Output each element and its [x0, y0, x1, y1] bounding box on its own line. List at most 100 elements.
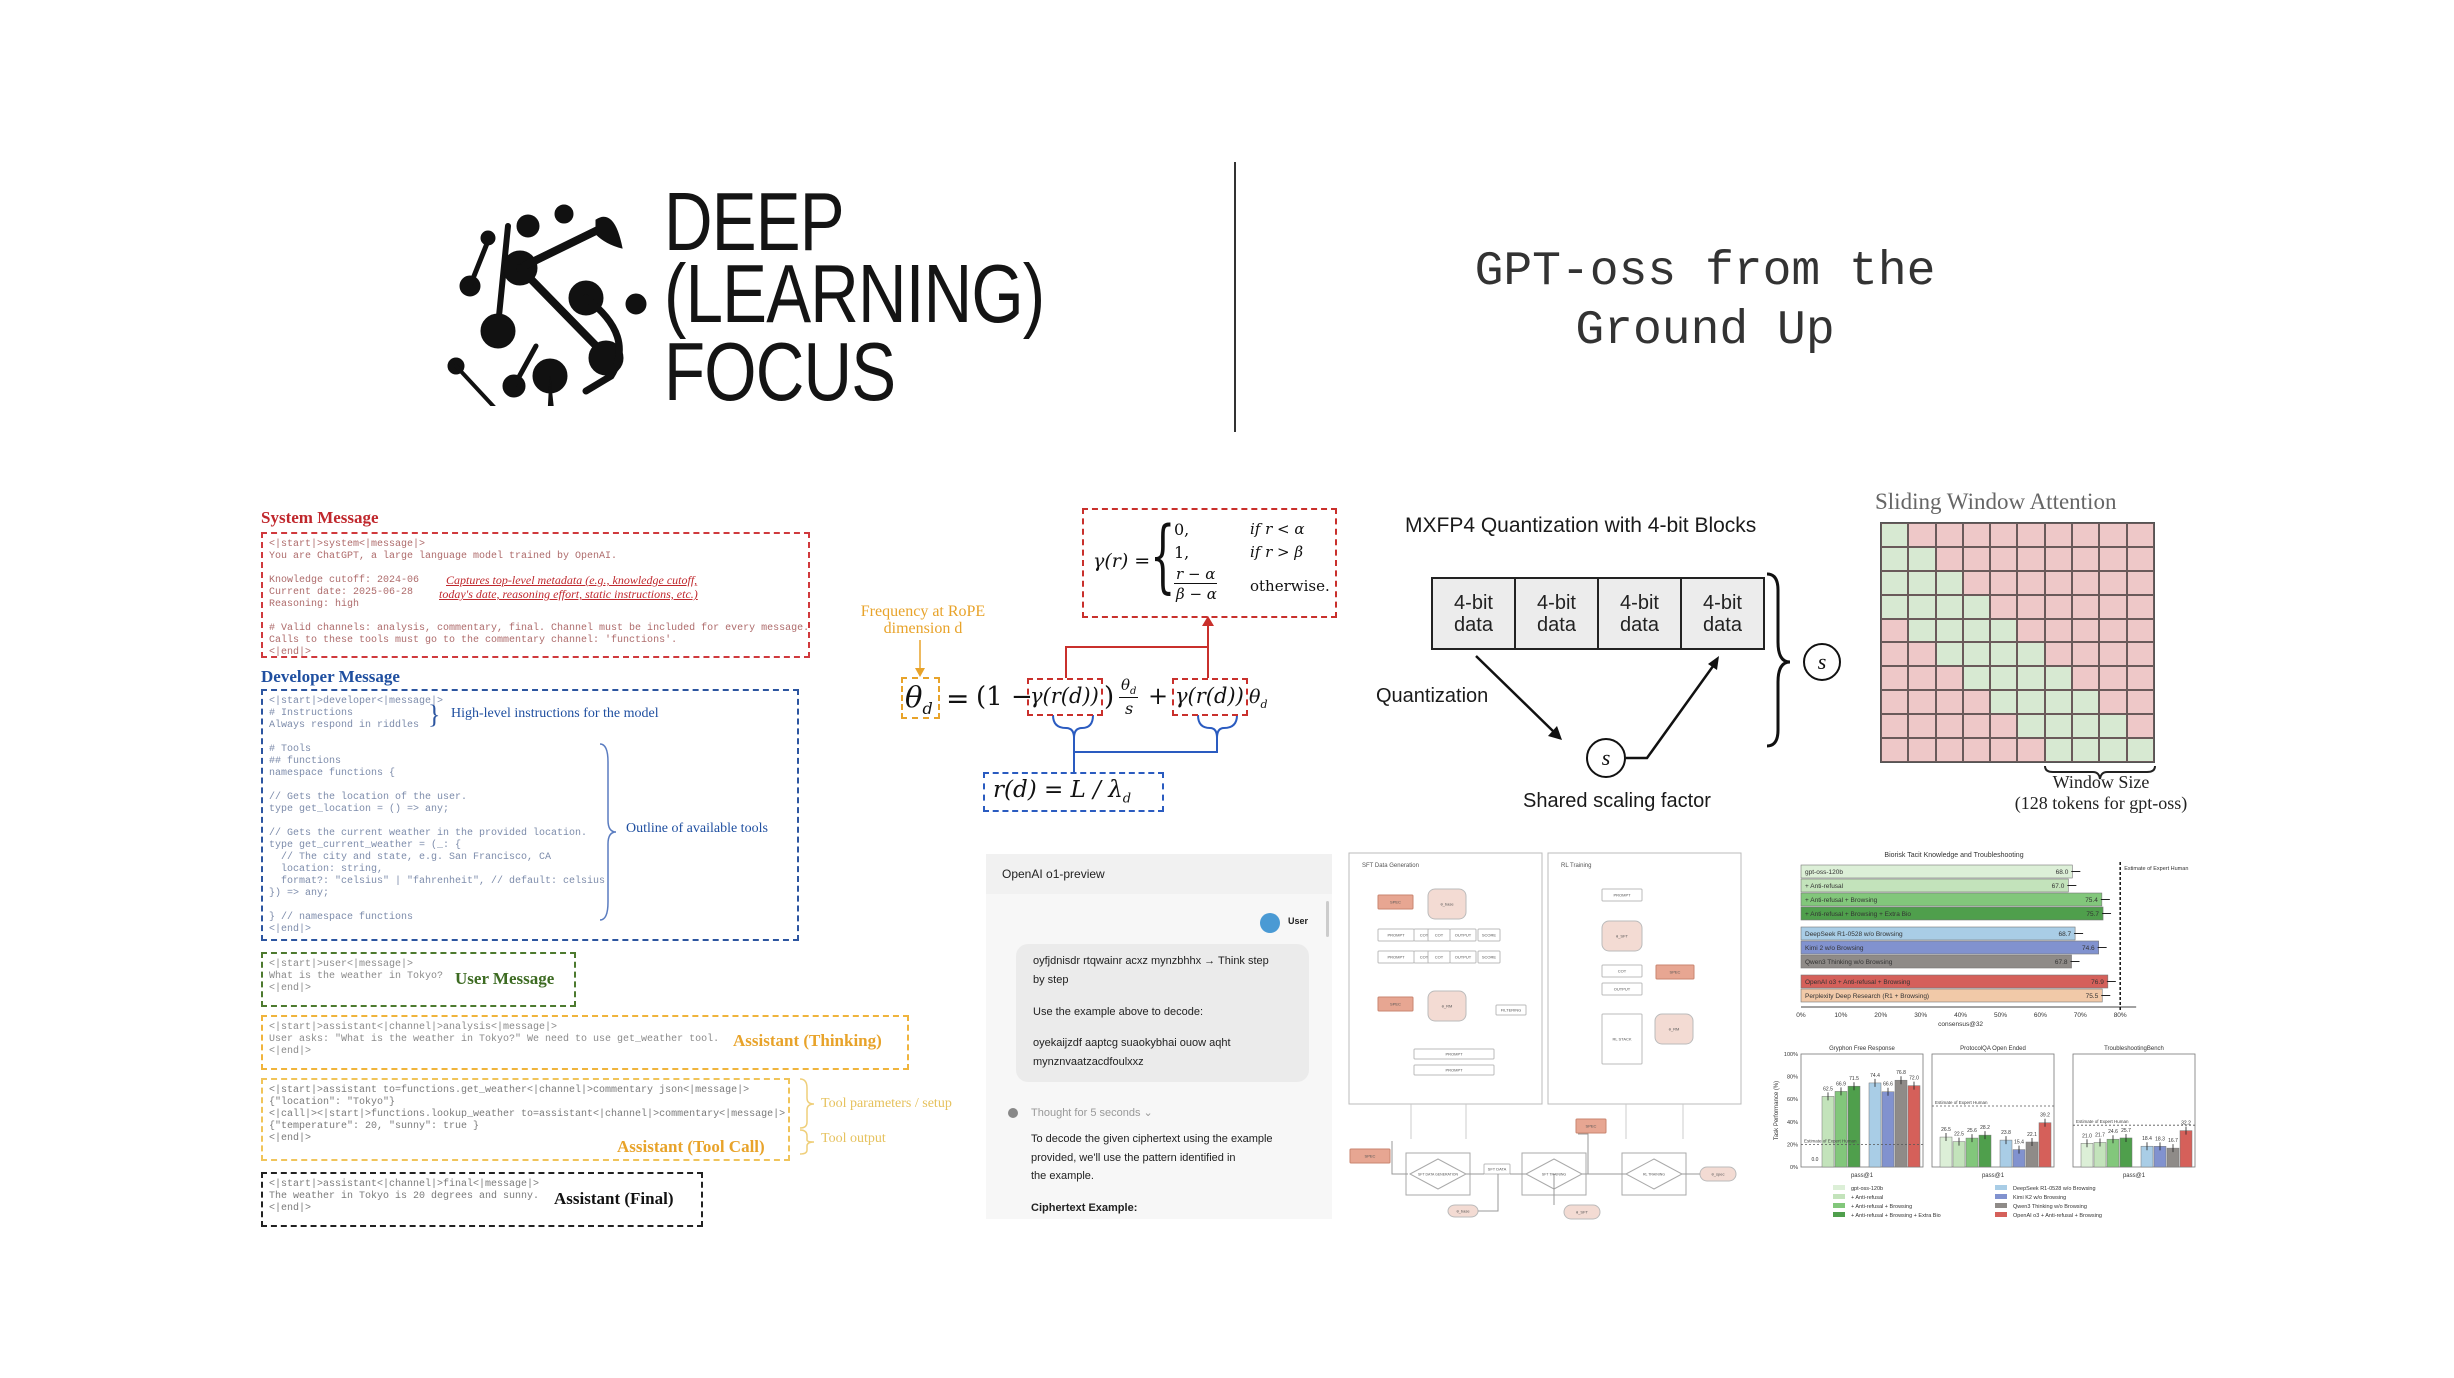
bar-value-label: 26.5 — [1941, 1127, 1951, 1133]
attention-cell-masked — [2099, 594, 2127, 619]
attention-cell-allowed — [1990, 618, 2018, 643]
subplot-x-label: pass@1 — [2123, 1173, 2146, 1179]
block-label: 4-bit — [1703, 591, 1742, 614]
attention-cell-masked — [2126, 594, 2154, 619]
attention-cell-masked — [2044, 642, 2073, 667]
scale-symbol-icon: s — [1803, 643, 1841, 681]
code-line: # Instructions — [269, 708, 354, 719]
legend-swatch — [1833, 1203, 1845, 1208]
connector — [1578, 1133, 1589, 1174]
x-tick-label: 30% — [1914, 1012, 1927, 1019]
user-message-box: <|start|>user<|message|>What is the weat… — [261, 952, 576, 1007]
bar-value-label: 75.4 — [2085, 897, 2098, 904]
code-line: namespace functions { — [269, 768, 396, 779]
theta-d-box — [901, 677, 940, 719]
pipeline-node: SFT DATA — [1483, 1163, 1511, 1175]
theta-subscript: d — [922, 698, 933, 718]
node-label: SPEC — [1586, 1124, 1597, 1129]
attention-cell-masked — [2017, 523, 2045, 547]
attention-cell-allowed — [2072, 738, 2100, 762]
attention-cell-allowed — [1881, 546, 1909, 571]
developer-note-instructions: High-level instructions for the model — [451, 706, 659, 721]
gamma-box-1 — [1027, 678, 1103, 716]
code-line: <|end|> — [269, 647, 312, 658]
attention-cell-masked — [1881, 642, 1909, 667]
attention-cell-allowed — [2044, 738, 2073, 762]
attention-cell-masked — [2044, 523, 2073, 547]
node-label: θ_base — [1456, 1209, 1470, 1214]
node-label: PROMPT — [1445, 1052, 1463, 1057]
legend-label: + Anti-refusal + Browsing — [1851, 1204, 1912, 1210]
node-box — [1601, 920, 1643, 952]
node-box — [1601, 888, 1643, 902]
thought-toggle[interactable]: Thought for 5 seconds ⌄ — [1031, 1107, 1153, 1119]
legend-swatch — [1995, 1212, 2007, 1217]
x-axis-label: consensus@32 — [1938, 1021, 1983, 1028]
attention-cell-allowed — [1881, 594, 1909, 619]
legend-swatch — [1995, 1194, 2007, 1199]
subplot-title: ProtocolQA Open Ended — [1960, 1046, 2026, 1052]
system-note-line1: Captures top-level metadata (e.g., knowl… — [446, 573, 698, 587]
x-tick-label: 0% — [1796, 1012, 1806, 1019]
swa-title: Sliding Window Attention — [1875, 489, 2117, 514]
logo-mark-icon — [447, 204, 647, 406]
node-label: SCORE — [1482, 955, 1497, 960]
code-line: type get_location = () => any; — [269, 804, 450, 815]
node-box — [1377, 996, 1414, 1012]
x-tick-label: 80% — [2114, 1012, 2127, 1019]
code-line — [269, 611, 802, 623]
assistant-thinking-box: <|start|>assistant<|channel|>analysis<|m… — [261, 1015, 909, 1070]
node-box — [1495, 1004, 1527, 1016]
attention-cell-masked — [1990, 570, 2018, 595]
block-label: 4-bit — [1620, 591, 1659, 614]
chat-scrollbar[interactable] — [1326, 901, 1329, 937]
attention-cell-allowed — [1935, 594, 1963, 619]
equals-sign: = — [946, 682, 970, 715]
attention-cell-masked — [2126, 546, 2154, 571]
node-box — [1427, 990, 1467, 1022]
attention-cell-masked — [2072, 594, 2100, 619]
bar-value-label: 72.0 — [1909, 1076, 1919, 1082]
theta-symbol: θ — [1121, 676, 1131, 694]
node-box — [1477, 928, 1501, 942]
logo-text-learning: (LEARNING) — [664, 247, 1045, 340]
connector — [1478, 1174, 1499, 1212]
attention-cell-masked — [1935, 738, 1963, 762]
developer-message-box: <|start|>developer<|message|># Instructi… — [261, 689, 799, 941]
logo-text-deep: DEEP — [664, 175, 845, 268]
node-label: PROMPT — [1613, 893, 1631, 898]
reply-line: the example. — [1031, 1170, 1094, 1182]
bar-category-label: gpt-oss-120b — [1805, 869, 1843, 876]
x-tick-label: 60% — [2034, 1012, 2047, 1019]
rl-panel-title: RL Training — [1561, 863, 1591, 869]
bar — [1821, 1096, 1835, 1168]
window-brace-icon — [2044, 765, 2156, 780]
attention-cell-allowed — [2072, 690, 2100, 715]
gamma-definition-box — [1082, 508, 1337, 618]
attention-cell-masked — [1990, 738, 2018, 762]
subplot-title: TroubleshootingBench — [2104, 1046, 2164, 1052]
node-box — [1349, 1148, 1391, 1164]
bar — [2106, 1138, 2120, 1168]
block-label: 4-bit — [1537, 591, 1576, 614]
attention-cell-masked — [2044, 546, 2073, 571]
pipeline-node: RL TRAINING — [1621, 1152, 1687, 1196]
bar — [1965, 1137, 1979, 1168]
bar — [1939, 1136, 1953, 1168]
attention-cell-allowed — [1935, 642, 1963, 667]
bar-value-label: 15.4 — [2014, 1140, 2024, 1146]
attention-cell-masked — [1881, 738, 1909, 762]
case-value-2-den: β − α — [1176, 585, 1217, 603]
bar-value-label: 71.5 — [1849, 1076, 1859, 1082]
attention-cell-allowed — [1908, 594, 1936, 619]
code-line: Current date: 2025-06-28 — [269, 587, 414, 598]
attention-cell-allowed — [2044, 714, 2073, 739]
legend-swatch — [1833, 1194, 1845, 1199]
bar-value-label: 0.0 — [1812, 1157, 1819, 1163]
bar-value-label: 23.8 — [2001, 1130, 2011, 1136]
y-tick-label: 80% — [1787, 1075, 1798, 1081]
brace-icon — [599, 743, 617, 921]
